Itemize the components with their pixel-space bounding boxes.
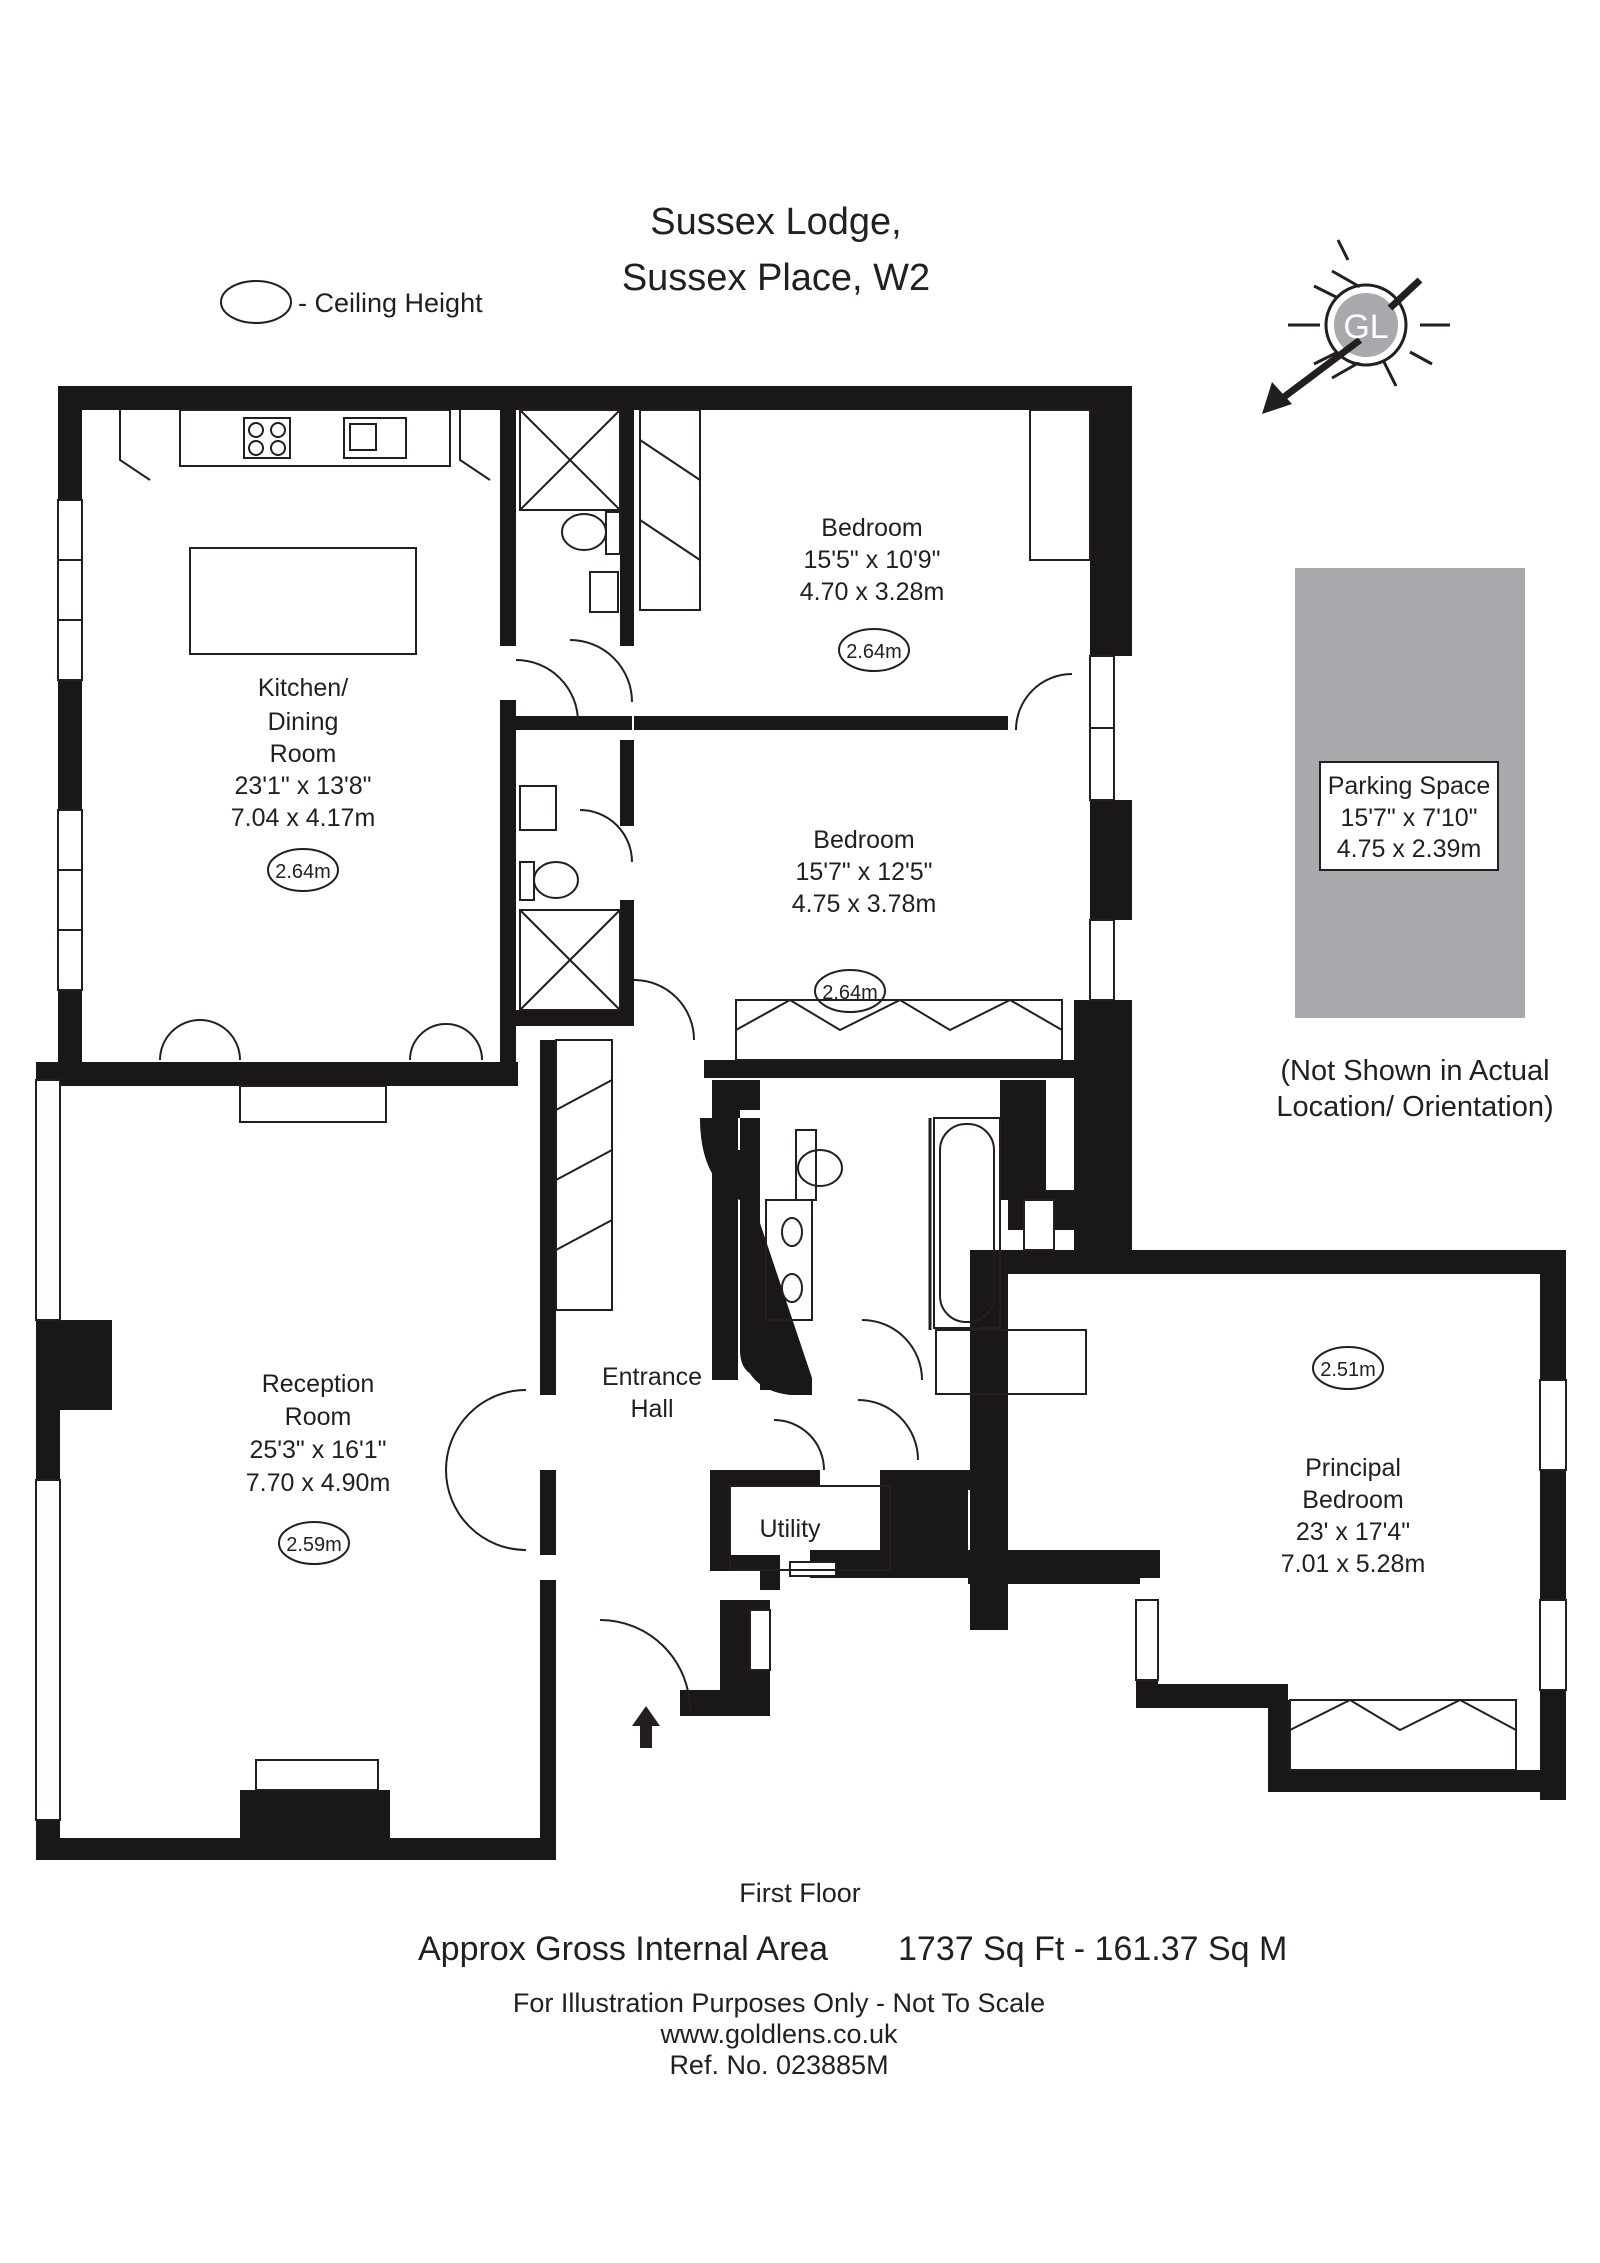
disclaimer: For Illustration Purposes Only - Not To …: [513, 1988, 1045, 2018]
parking-name: Parking Space: [1328, 772, 1491, 800]
parking-imperial: 15'7" x 7'10": [1340, 804, 1477, 832]
bedroom1-ceiling-badge: [838, 628, 910, 672]
reception-imperial: 25'3" x 16'1": [249, 1436, 386, 1464]
kitchen-name-3: Room: [270, 740, 337, 768]
ceiling-height-legend-label: - Ceiling Height: [298, 288, 483, 318]
parking-note-line-1: (Not Shown in Actual: [1280, 1055, 1549, 1087]
bedroom2-metric: 4.75 x 3.78m: [792, 890, 937, 918]
compass-icon: GL: [1262, 239, 1450, 414]
title-line-2: Sussex Place, W2: [622, 257, 930, 299]
principal-metric: 7.01 x 5.28m: [1281, 1550, 1426, 1578]
bedroom1-ceiling: 2.64m: [846, 641, 902, 663]
kitchen-name-1: Kitchen/: [258, 674, 348, 702]
reception-metric: 7.70 x 4.90m: [246, 1469, 391, 1497]
bedroom2-ceiling-badge: [814, 969, 886, 1013]
title-line-1: Sussex Lodge,: [650, 201, 901, 243]
utility-box: [729, 1485, 891, 1571]
bedroom2-ceiling: 2.64m: [822, 982, 878, 1004]
utility-name: Utility: [759, 1515, 821, 1543]
bedroom1-imperial: 15'5" x 10'9": [803, 546, 940, 574]
area-value: 1737 Sq Ft - 161.37 Sq M: [898, 1930, 1287, 1968]
kitchen-imperial: 23'1" x 13'8": [234, 772, 371, 800]
bedroom2-name: Bedroom: [813, 826, 914, 854]
kitchen-metric: 7.04 x 4.17m: [231, 804, 376, 832]
kitchen-fixtures: [119, 409, 491, 655]
area-label: Approx Gross Internal Area: [418, 1930, 828, 1968]
windows: [35, 499, 1567, 1821]
bathroom-fixtures: [519, 409, 1001, 1330]
reception-name-1: Reception: [262, 1370, 375, 1398]
compass-label: GL: [1343, 308, 1388, 346]
floor-label: First Floor: [739, 1878, 861, 1908]
kitchen-name-2: Dining: [268, 708, 339, 736]
website: www.goldlens.co.uk: [659, 2019, 898, 2049]
kitchen-ceiling-badge: [267, 848, 339, 892]
principal-ceiling-badge: [1312, 1346, 1384, 1390]
principal-imperial: 23' x 17'4": [1296, 1518, 1410, 1546]
principal-name-1: Principal: [1305, 1454, 1401, 1482]
kitchen-ceiling: 2.64m: [275, 861, 331, 883]
reception-ceiling: 2.59m: [286, 1534, 342, 1556]
principal-name-2: Bedroom: [1302, 1486, 1403, 1514]
bedroom2-imperial: 15'7" x 12'5": [795, 858, 932, 886]
doors-and-wardrobes: [159, 409, 1517, 1791]
bedroom1-name: Bedroom: [821, 514, 922, 542]
parking-label-box: [1319, 761, 1499, 871]
hall-name-2: Hall: [630, 1395, 673, 1423]
entrance-arrow-icon: [632, 1706, 660, 1748]
parking-metric: 4.75 x 2.39m: [1337, 835, 1482, 863]
principal-ceiling: 2.51m: [1320, 1359, 1376, 1381]
reference-number: Ref. No. 023885M: [669, 2050, 888, 2080]
reception-ceiling-badge: [278, 1521, 350, 1565]
parking-note-line-2: Location/ Orientation): [1276, 1091, 1553, 1123]
hall-name-1: Entrance: [602, 1363, 702, 1391]
reception-name-2: Room: [285, 1403, 352, 1431]
bedroom1-metric: 4.70 x 3.28m: [800, 578, 945, 606]
ceiling-height-legend-icon: [220, 280, 292, 324]
